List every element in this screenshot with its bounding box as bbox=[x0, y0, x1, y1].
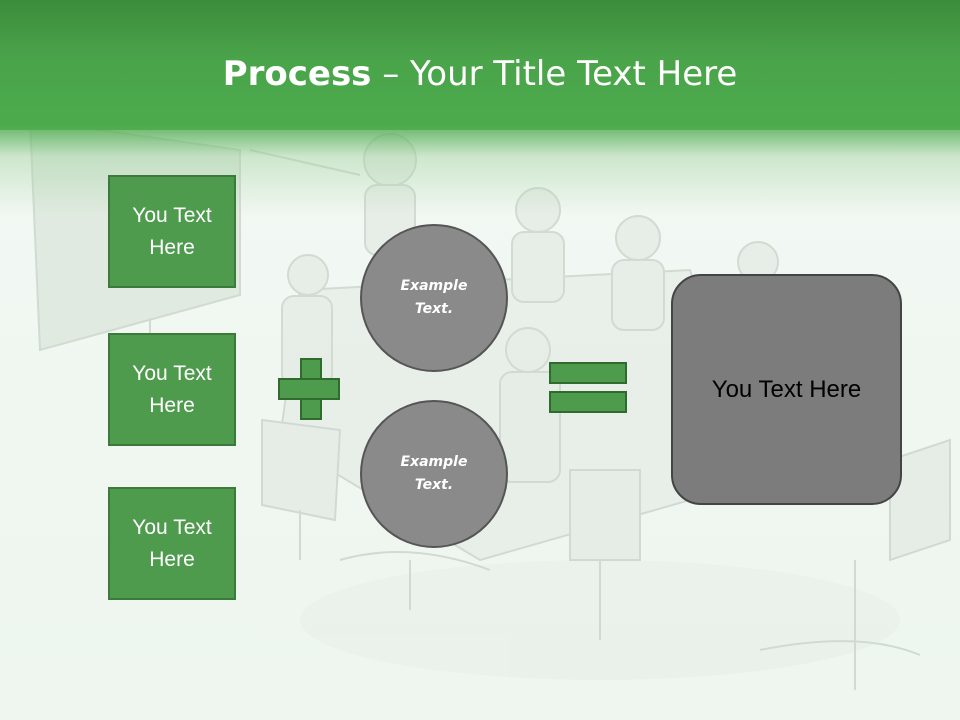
text-box-3-line2: Here bbox=[149, 547, 195, 571]
slide-title: Process – Your Title Text Here bbox=[0, 52, 960, 96]
text-box-3-line1: You Text bbox=[132, 515, 212, 539]
slide-title-strong: Process bbox=[222, 54, 372, 94]
example-circle-1[interactable]: Example Text. bbox=[360, 224, 508, 372]
result-box[interactable]: You Text Here bbox=[671, 274, 902, 505]
example-circle-1-line1: Example bbox=[400, 278, 468, 294]
text-box-1-line2: Here bbox=[149, 235, 195, 259]
text-box-1[interactable]: You Text Here bbox=[108, 175, 236, 288]
text-box-2[interactable]: You Text Here bbox=[108, 333, 236, 446]
text-box-1-line1: You Text bbox=[132, 203, 212, 227]
text-box-3[interactable]: You Text Here bbox=[108, 487, 236, 600]
example-circle-2-line1: Example bbox=[400, 454, 468, 470]
text-box-2-line1: You Text bbox=[132, 361, 212, 385]
text-box-2-line2: Here bbox=[149, 393, 195, 417]
slide-title-rest: – Your Title Text Here bbox=[371, 54, 738, 94]
result-box-label: You Text Here bbox=[711, 375, 862, 403]
title-bar bbox=[0, 0, 960, 130]
example-circle-2[interactable]: Example Text. bbox=[360, 400, 508, 548]
example-circle-1-line2: Text. bbox=[414, 301, 454, 317]
example-circle-2-line2: Text. bbox=[414, 477, 454, 493]
